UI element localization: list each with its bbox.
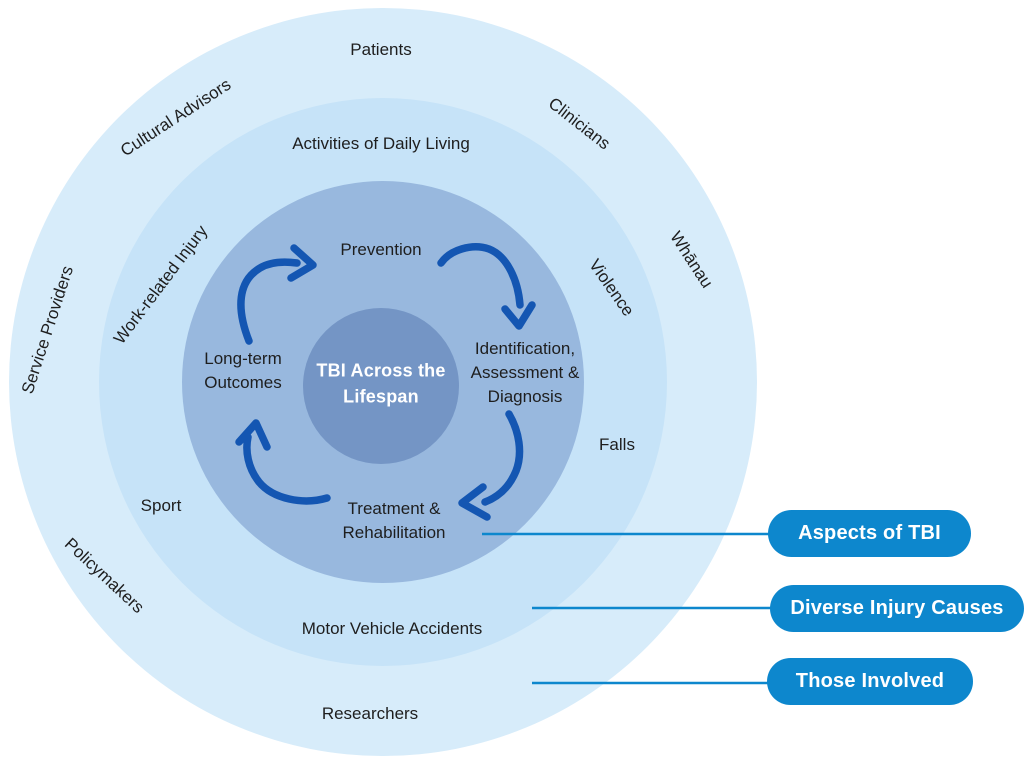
label-prevention: Prevention — [340, 239, 422, 259]
label-long-term-outcomes: Long-term Outcomes — [204, 348, 282, 392]
label-researchers: Researchers — [321, 703, 419, 723]
arrow-treatment-to-longterm-icon — [235, 419, 331, 505]
legend-pill-causes-label: Diverse Injury Causes — [790, 597, 1004, 619]
label-treatment-rehabilitation: Treatment & Rehabilitation — [342, 498, 446, 542]
label-falls: Falls — [599, 434, 635, 454]
label-identification-assessment-diagnosis: Identification, Assessment & Diagnosis — [470, 338, 580, 407]
label-activities-daily-living: Activities of Daily Living — [292, 133, 470, 153]
arrow-identification-to-treatment-icon — [458, 410, 524, 521]
cycle-arrows — [235, 243, 536, 521]
legend-pill-involved: Those Involved — [767, 658, 973, 705]
legend-pill-aspects-label: Aspects of TBI — [798, 522, 941, 544]
legend-pill-aspects: Aspects of TBI — [768, 510, 971, 557]
label-sport: Sport — [140, 495, 182, 515]
legend-connectors — [482, 532, 800, 685]
label-motor-vehicle-accidents: Motor Vehicle Accidents — [301, 618, 483, 638]
center-circle — [303, 308, 459, 464]
label-patients: Patients — [350, 39, 412, 59]
legend-pill-involved-label: Those Involved — [795, 670, 945, 692]
center-title: TBI Across the Lifespan — [316, 360, 446, 406]
arrow-longterm-to-prevention-icon — [237, 244, 317, 345]
arrow-prevention-to-identification-icon — [437, 243, 536, 330]
legend-pill-causes: Diverse Injury Causes — [770, 585, 1024, 632]
